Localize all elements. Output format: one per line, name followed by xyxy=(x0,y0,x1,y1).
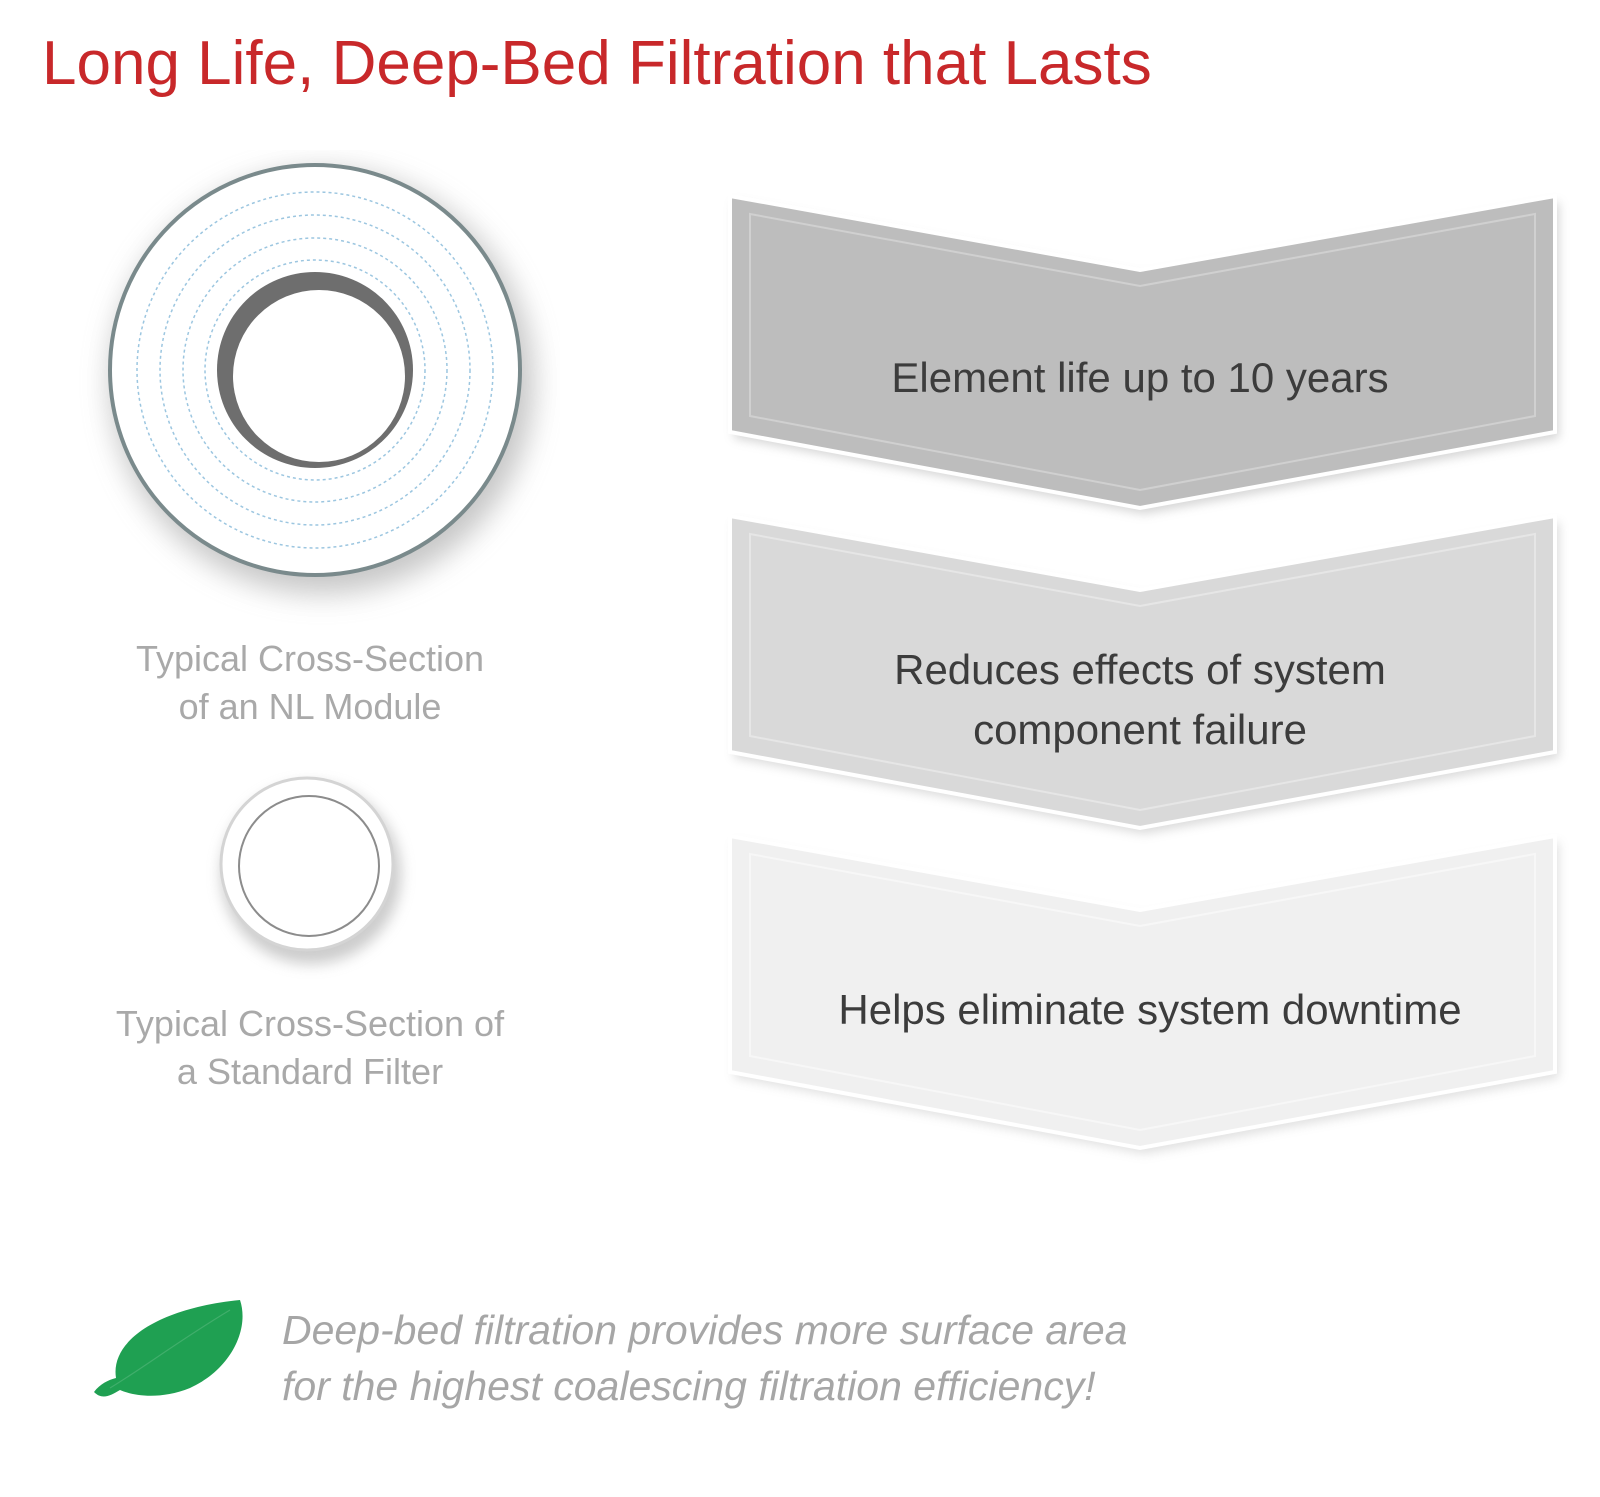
nl-module-cross-section xyxy=(60,150,560,650)
page-title: Long Life, Deep-Bed Filtration that Last… xyxy=(42,29,1152,98)
deep-bed-tagline: Deep-bed filtration provides more surfac… xyxy=(282,1307,1128,1409)
benefit-text-1: Element life up to 10 years xyxy=(891,354,1389,401)
benefit-chevron-1 xyxy=(728,193,1559,514)
benefit-chevrons xyxy=(728,193,1559,1154)
standard-filter-cross-section xyxy=(195,770,425,980)
leaf-icon xyxy=(94,1300,243,1397)
standard-filter-caption: Typical Cross-Section of a Standard Filt… xyxy=(115,1003,505,1092)
benefit-chevron-3 xyxy=(728,833,1559,1154)
benefit-text-2: Reduces effects of system component fail… xyxy=(894,646,1386,753)
nl-module-caption: Typical Cross-Section of an NL Module xyxy=(135,638,485,727)
benefit-text-3: Helps eliminate system downtime xyxy=(838,986,1462,1033)
benefit-chevron-2 xyxy=(728,513,1559,834)
